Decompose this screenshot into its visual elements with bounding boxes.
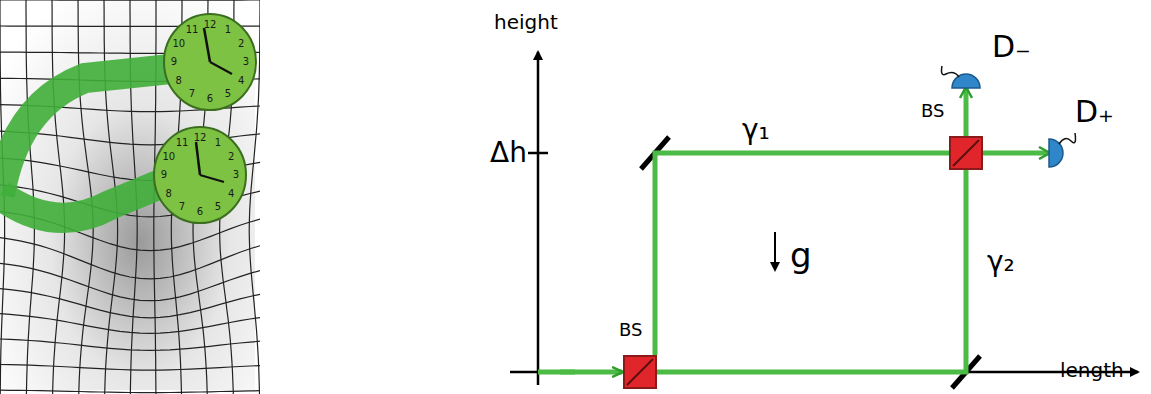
clock-number: 7	[189, 89, 195, 99]
detector-symbol	[1049, 139, 1065, 167]
light-beam	[657, 170, 966, 372]
clock-number: 10	[162, 152, 175, 162]
light-beam	[964, 88, 969, 136]
detector: D₋	[952, 72, 980, 88]
detector-symbol	[952, 72, 980, 88]
clock-number: 4	[238, 76, 244, 86]
clock-number: 12	[194, 133, 207, 143]
clock-number: 5	[215, 202, 221, 212]
grid-lines	[0, 0, 260, 394]
clock-number: 11	[186, 25, 199, 35]
beam-splitter: BS	[623, 355, 657, 389]
component-label: BS	[619, 321, 642, 339]
clock-number: 7	[179, 202, 185, 212]
clock-number: 1	[215, 138, 221, 148]
height-axis	[537, 52, 540, 385]
clock-number: 1	[225, 25, 231, 35]
cube-symbol	[949, 136, 983, 170]
beam-splitter: BS	[949, 136, 983, 170]
path-label: γ₁	[740, 116, 772, 144]
light-beam	[655, 153, 949, 355]
clock-number: 12	[204, 20, 217, 30]
gravity-label: g	[790, 238, 812, 272]
clock-number: 11	[176, 138, 189, 148]
axis-tick-label: Δh	[490, 139, 527, 167]
path-band	[0, 178, 175, 218]
light-beam	[983, 151, 1049, 156]
clock	[154, 127, 246, 223]
axis-tick	[528, 152, 548, 155]
spacetime-illustration	[0, 0, 260, 394]
clock-number: 9	[161, 170, 167, 180]
axis-label: height	[494, 12, 558, 32]
clock-number: 9	[171, 57, 177, 67]
clock-number: 6	[197, 207, 203, 217]
axis-label: length	[1060, 360, 1124, 380]
gravity-arrow	[774, 232, 776, 270]
input-beam	[560, 370, 622, 375]
clock-number: 2	[228, 152, 234, 162]
clock-number: 8	[166, 189, 172, 199]
clock-number: 10	[172, 39, 185, 49]
clock	[164, 14, 256, 110]
clock-number: 2	[238, 39, 244, 49]
curved-surface	[0, 0, 255, 390]
clock-number: 8	[176, 76, 182, 86]
clock-number: 5	[225, 89, 231, 99]
detector-label: D₋	[992, 32, 1031, 62]
detector: D₊	[1049, 139, 1065, 167]
clock-number: 3	[243, 57, 249, 67]
path-label: γ₂	[985, 248, 1017, 276]
clock-number: 4	[228, 189, 234, 199]
clock-number: 6	[207, 94, 213, 104]
detector-label: D₊	[1075, 97, 1114, 127]
clock-number: 3	[233, 170, 239, 180]
component-label: BS	[921, 102, 944, 120]
cube-symbol	[623, 355, 657, 389]
